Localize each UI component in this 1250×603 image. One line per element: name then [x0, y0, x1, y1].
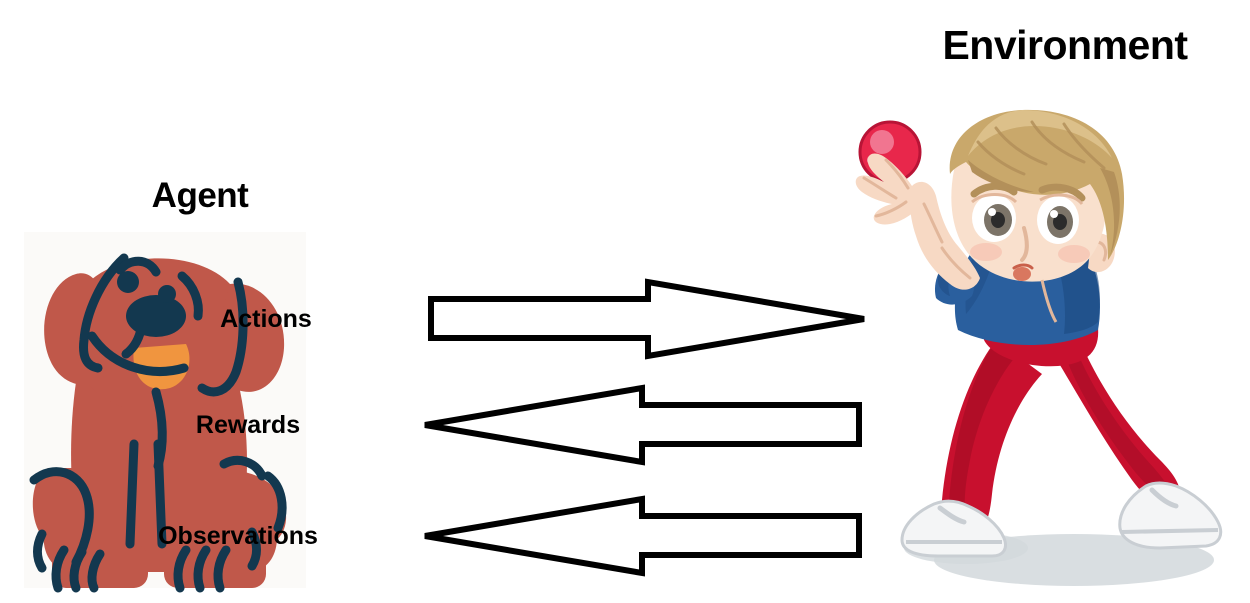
arrow-actions	[418, 272, 870, 366]
arrow-observations	[418, 489, 870, 583]
arrow-actions-label: Actions	[220, 305, 312, 333]
boy-arm	[855, 153, 980, 290]
arrow-rewards-shape	[424, 384, 862, 466]
agent-dog-illustration	[24, 232, 306, 593]
boy-shoes	[900, 481, 1223, 558]
arrow-rewards	[418, 378, 870, 472]
boy-head	[949, 109, 1125, 323]
arrow-actions-shape	[428, 278, 865, 360]
environment-title: Environment	[942, 22, 1188, 68]
arrow-observations-shape	[424, 495, 862, 577]
arrow-rewards-label: Rewards	[195, 411, 301, 439]
dog-outline-group	[29, 253, 287, 593]
environment-boy-illustration	[846, 108, 1236, 594]
dog-face-features	[117, 271, 186, 337]
arrow-observations-label: Observations	[158, 522, 318, 550]
agent-title: Agent	[151, 176, 249, 215]
